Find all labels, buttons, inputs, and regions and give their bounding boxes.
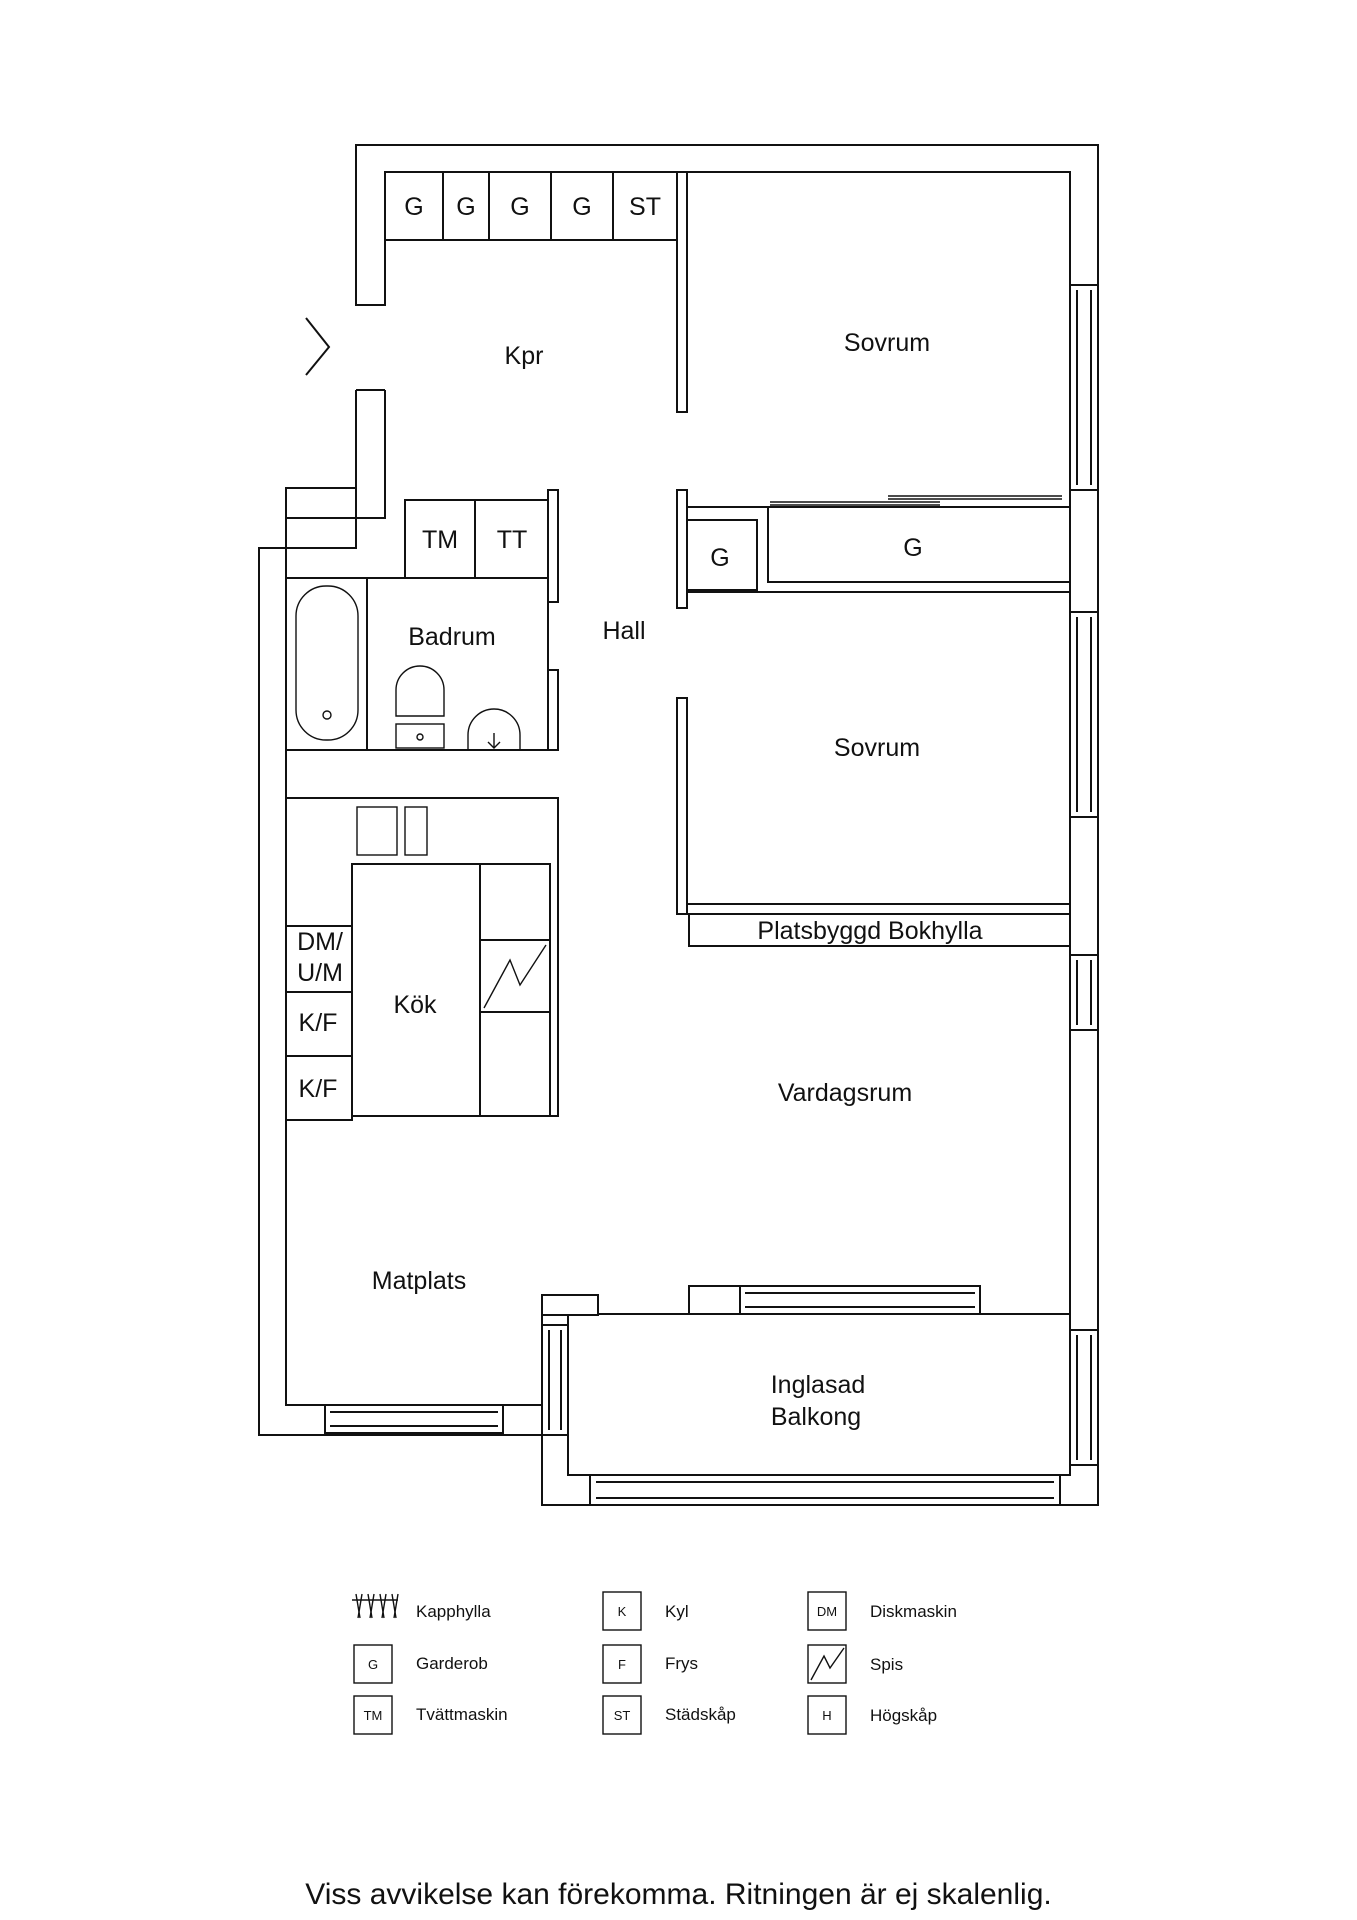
- stove-icon: [810, 1647, 845, 1681]
- room-label-kpr: Kpr: [505, 342, 544, 370]
- dryer-label: TT: [497, 526, 528, 554]
- legend-symbol: K: [618, 1604, 627, 1619]
- room-label-sovrum: Sovrum: [844, 329, 930, 357]
- room-label-badrum: Badrum: [408, 623, 496, 651]
- room-label-balkong: Balkong: [771, 1403, 861, 1431]
- bookshelf-label: Platsbyggd Bokhylla: [757, 917, 982, 945]
- toilet: [395, 665, 445, 717]
- legend-label: Städskåp: [665, 1705, 736, 1724]
- dm-label: DM/: [297, 928, 343, 956]
- legend-label: Diskmaskin: [870, 1602, 957, 1621]
- room-label-kok: Kök: [393, 991, 437, 1019]
- kf-label: K/F: [299, 1009, 338, 1037]
- wardrobe-label: G: [572, 193, 591, 221]
- legend-symbol: TM: [364, 1708, 383, 1723]
- legend-item: F Frys: [602, 1644, 698, 1684]
- cleaning-cabinet-label: ST: [629, 193, 661, 221]
- wardrobe-label: G: [404, 193, 423, 221]
- legend-label: Tvättmaskin: [416, 1705, 508, 1724]
- legend-label: Spis: [870, 1655, 903, 1674]
- legend-item: G Garderob: [353, 1644, 488, 1684]
- legend-item: DM Diskmaskin: [807, 1591, 957, 1631]
- legend-symbol: DM: [817, 1604, 837, 1619]
- windows-right: [1069, 284, 1099, 1466]
- room-label-sovrum: Sovrum: [834, 734, 920, 762]
- legend-symbol: F: [618, 1657, 626, 1672]
- wardrobe-label: G: [456, 193, 475, 221]
- wardrobe-label: G: [510, 193, 529, 221]
- legend-item: Kapphylla: [352, 1593, 491, 1621]
- legend-label: Garderob: [416, 1654, 488, 1673]
- washer-label: TM: [422, 526, 458, 554]
- legend-label: Frys: [665, 1654, 698, 1673]
- room-label-hall: Hall: [602, 617, 645, 645]
- room-labels: Kpr Sovrum Hall Badrum Sovrum Kök Vardag…: [372, 329, 930, 1431]
- legend-item: Spis: [807, 1644, 903, 1684]
- legend-item: TM Tvättmaskin: [353, 1695, 508, 1735]
- kf-label: K/F: [299, 1075, 338, 1103]
- legend-label: Kyl: [665, 1602, 689, 1621]
- legend-symbol: H: [822, 1708, 831, 1723]
- wardrobe-label: G: [710, 544, 729, 572]
- legend-symbol: G: [368, 1657, 378, 1672]
- stove-icon: [483, 944, 547, 1009]
- legend: Kapphylla G Garderob TM Tvättmaskin K Ky…: [352, 1591, 957, 1735]
- kitchen-sink: [356, 806, 398, 856]
- legend-item: ST Städskåp: [602, 1695, 736, 1735]
- wardrobe-row-top: G G G G ST: [384, 171, 678, 241]
- room-label-matplats: Matplats: [372, 1267, 466, 1295]
- room-label-vardagsrum: Vardagsrum: [778, 1079, 912, 1107]
- legend-item: H Högskåp: [807, 1695, 937, 1735]
- legend-label: Högskåp: [870, 1706, 937, 1725]
- disclaimer-text: Viss avvikelse kan förekomma. Ritningen …: [305, 1878, 1052, 1911]
- bathtub: [295, 585, 359, 741]
- legend-label: Kapphylla: [416, 1602, 491, 1621]
- sink: [467, 708, 521, 750]
- interior-walls: G G Platsbyggd Bokhylla TM TT: [285, 171, 1071, 1506]
- room-label-balkong: Inglasad: [771, 1371, 866, 1399]
- legend-symbol: ST: [614, 1708, 631, 1723]
- coat-rack-icon: [352, 1593, 399, 1619]
- wardrobe-label: G: [903, 534, 922, 562]
- um-label: U/M: [297, 959, 343, 987]
- legend-item: K Kyl: [602, 1591, 689, 1631]
- entrance-arrow-icon: [305, 317, 331, 376]
